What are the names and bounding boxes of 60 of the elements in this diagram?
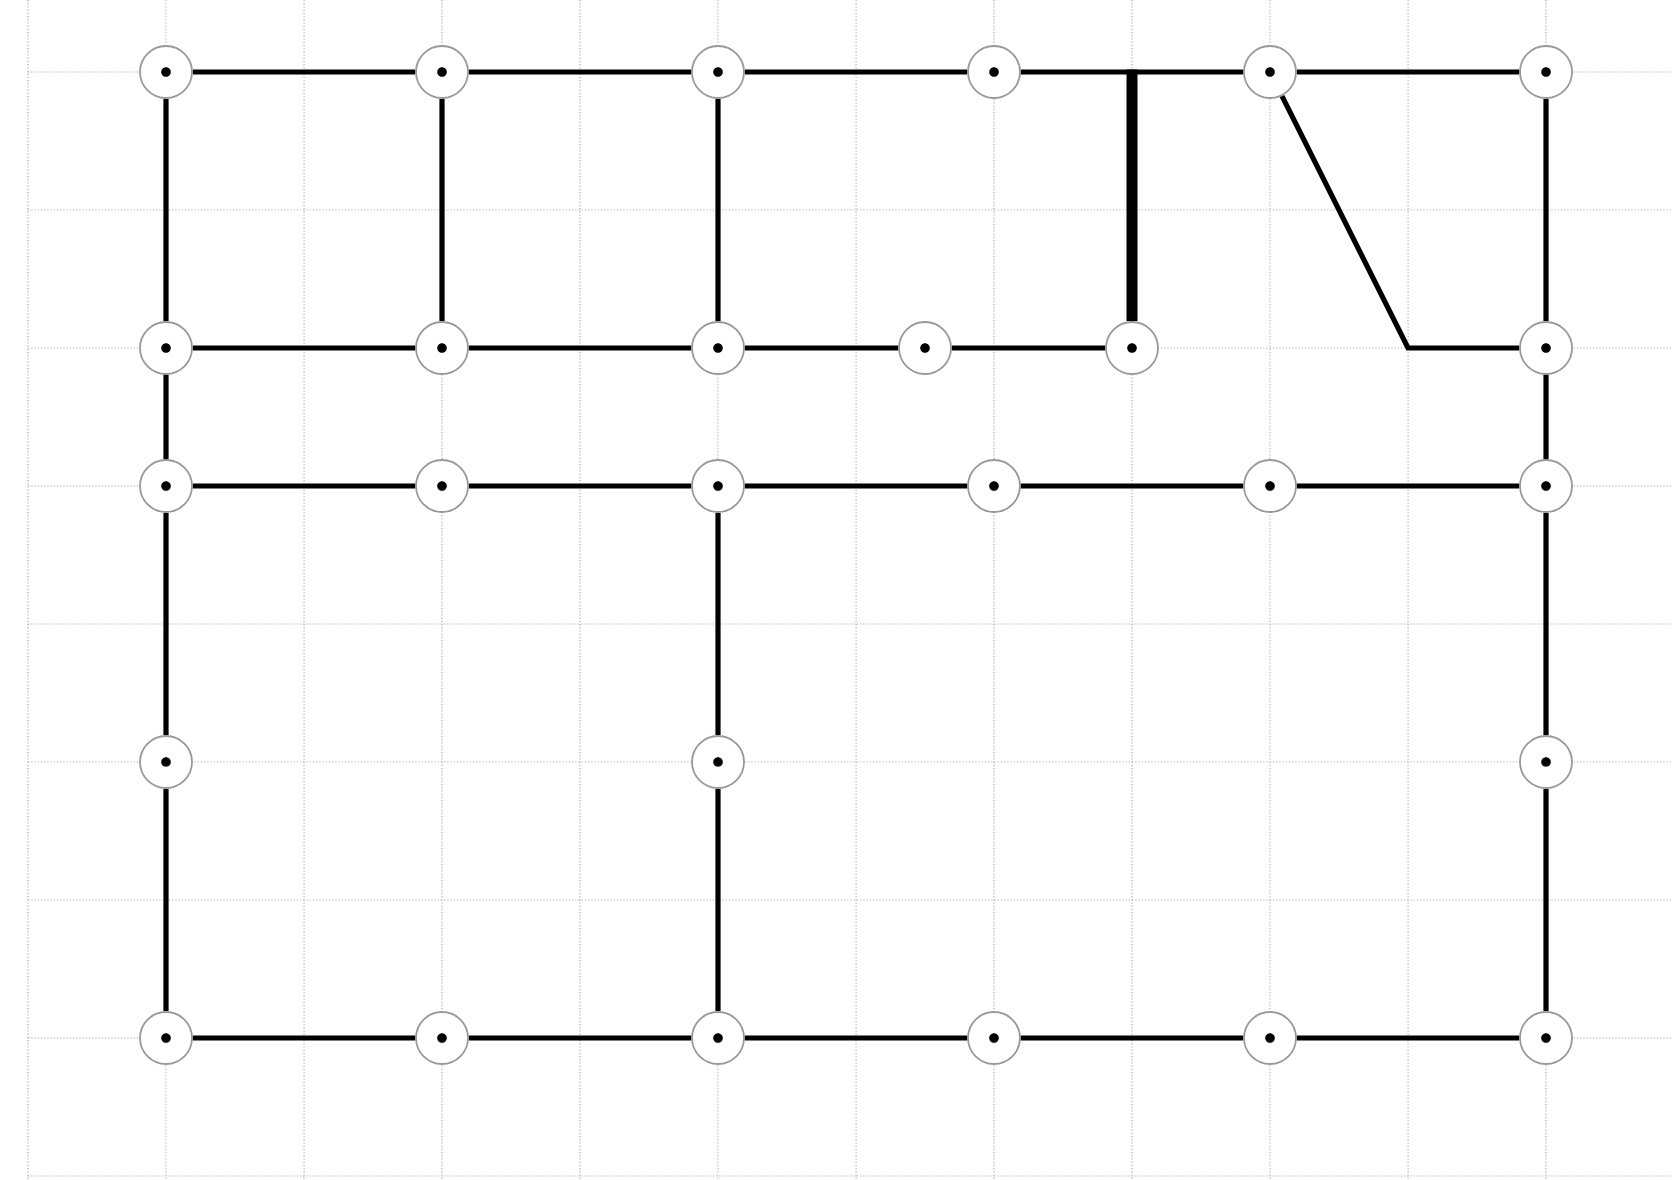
junction-circle xyxy=(691,459,745,513)
junction-circle xyxy=(1519,735,1573,789)
line xyxy=(468,345,692,351)
line xyxy=(1126,69,1138,322)
junction-circle xyxy=(1519,45,1573,99)
line xyxy=(192,483,416,489)
junction-circle xyxy=(898,321,952,375)
junction-circle xyxy=(967,1011,1021,1065)
junction-circle xyxy=(415,459,469,513)
line xyxy=(1020,1035,1244,1041)
line xyxy=(1020,483,1244,489)
line xyxy=(744,69,968,75)
line xyxy=(715,788,721,1012)
line xyxy=(1543,98,1549,322)
junction-circle xyxy=(415,45,469,99)
junction-circle xyxy=(139,1011,193,1065)
junction-circle xyxy=(1243,1011,1297,1065)
line xyxy=(163,512,169,736)
line xyxy=(951,345,1106,351)
junction-circle xyxy=(1519,459,1573,513)
junction-circle xyxy=(139,321,193,375)
junction-circle xyxy=(1243,459,1297,513)
junction-circle xyxy=(691,735,745,789)
line xyxy=(192,1035,416,1041)
line xyxy=(163,788,169,1012)
junction-circle xyxy=(415,1011,469,1065)
line xyxy=(192,69,416,75)
line xyxy=(1296,1035,1520,1041)
junction-circle xyxy=(415,321,469,375)
junction-circle xyxy=(139,735,193,789)
line xyxy=(163,374,169,460)
line xyxy=(1543,512,1549,736)
line xyxy=(715,98,721,322)
junction-circle xyxy=(691,321,745,375)
line xyxy=(192,345,416,351)
line xyxy=(468,1035,692,1041)
line xyxy=(1020,69,1244,75)
line xyxy=(1543,374,1549,460)
line xyxy=(439,98,445,322)
line xyxy=(468,69,692,75)
junction-circle xyxy=(1519,321,1573,375)
junction-circle xyxy=(139,45,193,99)
junction-circle xyxy=(967,459,1021,513)
line xyxy=(715,512,721,736)
line xyxy=(163,98,169,322)
junction-circle xyxy=(691,1011,745,1065)
junction-circle xyxy=(139,459,193,513)
junction-circle xyxy=(1243,45,1297,99)
junction-circle xyxy=(967,45,1021,99)
line xyxy=(744,1035,968,1041)
junction-circle xyxy=(1105,321,1159,375)
junction-circle xyxy=(1519,1011,1573,1065)
line xyxy=(1279,94,1520,351)
junction-circle xyxy=(691,45,745,99)
line xyxy=(1543,788,1549,1012)
line xyxy=(744,483,968,489)
line xyxy=(1296,483,1520,489)
line xyxy=(468,483,692,489)
line xyxy=(1296,69,1520,75)
line xyxy=(744,345,899,351)
